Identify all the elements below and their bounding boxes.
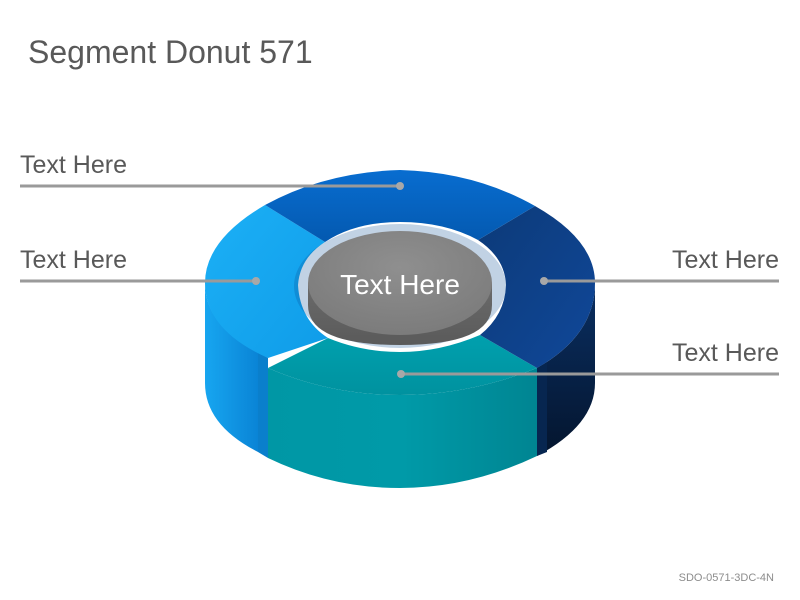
callout-dots (252, 182, 548, 378)
callout-label-top-segment: Text Here (20, 151, 127, 179)
segment-right (478, 206, 595, 456)
slide-title: Segment Donut 571 (28, 34, 313, 70)
footer-code: SDO-0571-3DC-4N (678, 572, 774, 584)
callout-label-left-segment: Text Here (20, 246, 127, 274)
callout-label-bottom-segment: Text Here (672, 339, 779, 367)
leader-dot-top (396, 182, 404, 190)
leader-dot-bottom (397, 370, 405, 378)
hub-label: Text Here (340, 269, 460, 300)
segment-left (205, 205, 328, 458)
leader-dot-left (252, 277, 260, 285)
callout-label-right-segment: Text Here (672, 246, 779, 274)
segment-bottom (268, 335, 537, 488)
callout-lines (20, 184, 779, 376)
segment-top (265, 170, 535, 242)
leader-dot-right (540, 277, 548, 285)
hub: Text Here (308, 231, 492, 345)
